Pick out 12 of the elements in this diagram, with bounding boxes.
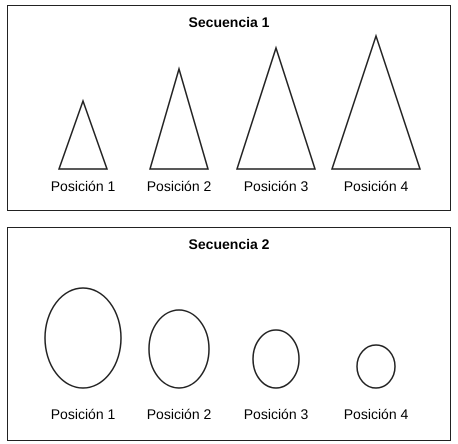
panel-title: Secuencia 2 [188, 236, 270, 252]
position-label: Posición 4 [344, 406, 408, 422]
position-label: Posición 1 [50, 406, 116, 422]
position-label: Posición 4 [344, 178, 408, 194]
position-label: Posición 1 [50, 178, 116, 194]
panel [7, 227, 451, 441]
position-label: Posición 2 [146, 178, 212, 194]
position-label: Posición 3 [244, 406, 308, 422]
position-label: Posición 2 [146, 406, 212, 422]
panel [7, 5, 451, 211]
panel-title: Secuencia 1 [188, 14, 270, 30]
position-label: Posición 3 [244, 178, 308, 194]
